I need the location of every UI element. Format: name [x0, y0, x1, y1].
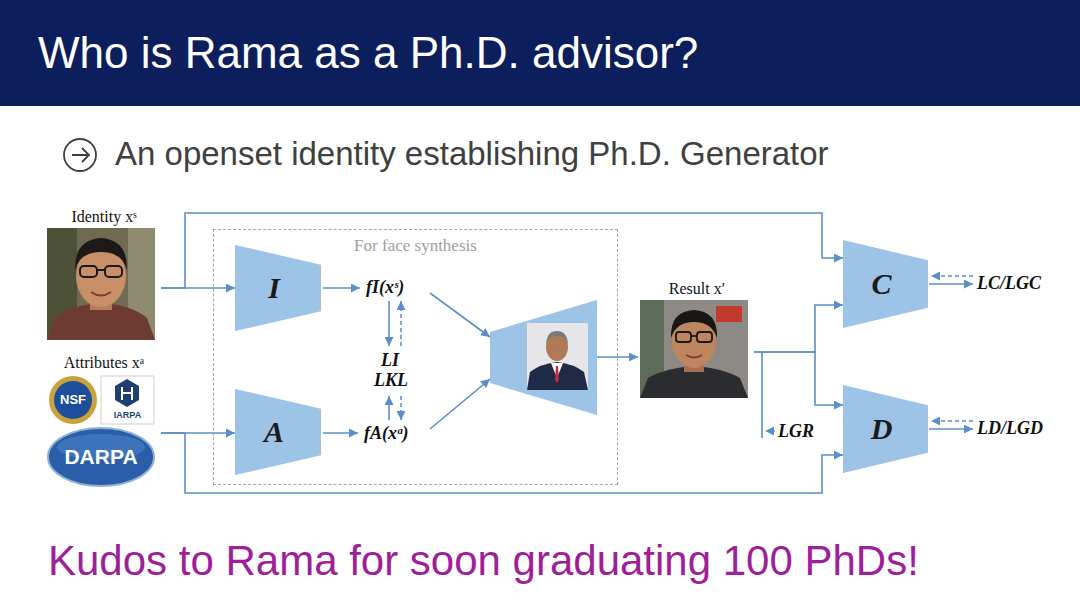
face-synthesis-group: For face synthesisI A [213, 229, 618, 485]
flow-lines [761, 352, 763, 438]
iarpa-logo [101, 376, 154, 424]
advisor-photo [527, 323, 588, 390]
result-photo [640, 300, 748, 398]
darpa-logo [48, 428, 154, 486]
flow-lines [400, 396, 402, 420]
advisor-photo [546, 331, 568, 344]
iarpa-logo [115, 379, 139, 407]
group-heading: For face synthesis [214, 230, 617, 256]
result-photo [686, 355, 702, 358]
network-label: C [871, 267, 891, 301]
bullet-text: An openset identity establishing Ph.D. G… [115, 134, 829, 174]
slide-title: Who is Rama as a Ph.D. advisor? [38, 28, 698, 78]
trapezoid-shape [843, 385, 928, 473]
result-photo [676, 332, 691, 342]
identity-input: Identity xˢ [47, 206, 161, 340]
input-label: Identity xˢ [47, 206, 161, 228]
bullet-icon [72, 148, 89, 162]
logo-text: IARPA [101, 410, 154, 421]
advisor-photo [527, 323, 588, 390]
loss-label: LD/LGD [977, 418, 1043, 439]
logo-text: DARPA [47, 445, 155, 469]
iarpa-logo [122, 387, 132, 400]
result-photo [671, 310, 717, 338]
identity-photo [105, 266, 122, 277]
advisor-photo [527, 362, 588, 390]
attribute-encoder: A [235, 389, 321, 475]
result-output: Result x′ [640, 278, 754, 398]
flow-connector [754, 352, 843, 405]
feature-label: fA(xᵃ) [364, 423, 408, 444]
photo-frame [47, 374, 161, 486]
result-photo [691, 335, 697, 337]
feature-label: fI(xˢ) [366, 277, 404, 298]
slide-caption: Kudos to Rama for soon graduating 100 Ph… [48, 536, 919, 586]
result-photo [697, 332, 712, 342]
flow-lines [430, 379, 490, 429]
attributes-input: Attributes xᵃ [47, 352, 161, 486]
flow-connector [754, 305, 843, 352]
input-label: Result x′ [640, 278, 754, 300]
loss-label: LKL [374, 370, 408, 391]
result-photo [716, 306, 742, 322]
flow-lines [430, 293, 490, 337]
photo-frame [640, 300, 754, 398]
trapezoid-shape [235, 389, 321, 475]
input-label: Attributes xᵃ [47, 352, 161, 374]
loss-label: LC/LGC [977, 273, 1041, 294]
flow-lines [323, 287, 360, 289]
identity-photo [91, 292, 111, 296]
identity-photo [47, 228, 155, 340]
bullet-icon [64, 139, 96, 171]
trapezoid-shape [843, 240, 928, 328]
trapezoid-shape [235, 245, 321, 331]
nsf-logo [49, 376, 97, 424]
flow-lines [765, 430, 775, 432]
identity-photo [47, 228, 155, 340]
flow-lines [929, 283, 973, 285]
loss-label: LI [381, 350, 399, 371]
advisor-photo [555, 366, 559, 383]
nsf-logo [54, 381, 92, 419]
network-label: D [871, 412, 893, 446]
discriminator: D [843, 385, 928, 473]
darpa-logo [48, 428, 154, 486]
nsf-logo [49, 376, 97, 424]
flow-lines [388, 301, 390, 346]
flow-lines [400, 301, 402, 346]
loss-label: LGR [778, 421, 814, 442]
identity-encoder: I [235, 245, 321, 331]
logo-text: NSF [59, 392, 87, 408]
iarpa-logo [101, 376, 154, 424]
identity-photo [97, 269, 105, 271]
flow-lines [931, 275, 973, 277]
classifier: C [843, 240, 928, 328]
network-label: A [264, 415, 284, 449]
bullet-icon [64, 139, 96, 171]
identity-photo [80, 266, 97, 277]
flow-lines [388, 396, 390, 420]
result-photo [640, 300, 748, 398]
flow-lines [929, 428, 973, 430]
decoder-trapezoid [490, 300, 597, 415]
flow-lines [931, 420, 973, 422]
photo-frame [47, 228, 161, 340]
network-label: I [268, 271, 280, 305]
flow-lines [323, 432, 358, 434]
